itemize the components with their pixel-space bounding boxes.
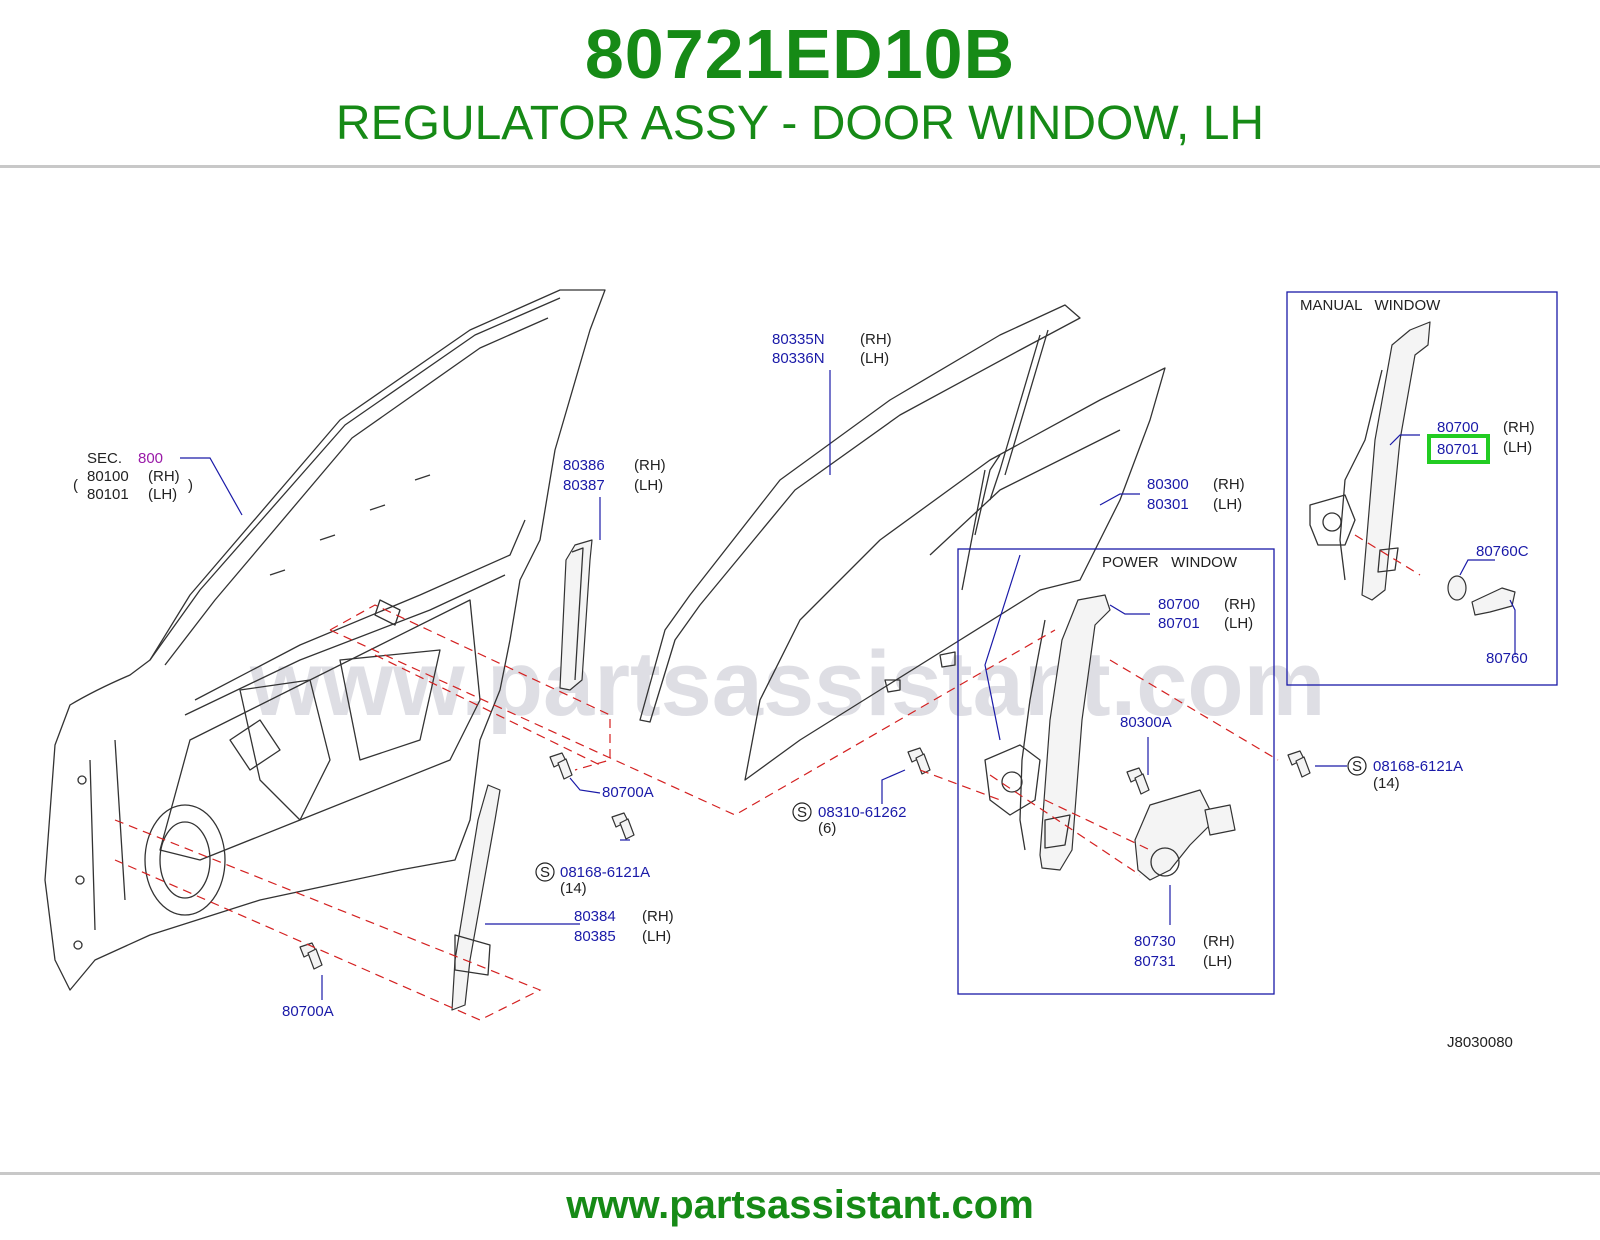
bolt-s2-qty: (6): [818, 820, 836, 837]
sec-prefix-label: SEC.: [87, 450, 122, 467]
power-reg-rh-label: 80700: [1158, 596, 1200, 613]
sash-rh-label: 80335N: [772, 331, 825, 348]
diagram-code: J8030080: [1447, 1034, 1513, 1051]
leader-lines: [180, 370, 1516, 1000]
bolt-a2-label: 80700A: [282, 1003, 334, 1020]
glass-rh-side: (RH): [1213, 476, 1245, 493]
header-divider: [0, 165, 1600, 168]
part-name-subtitle: REGULATOR ASSY - DOOR WINDOW, LH: [335, 97, 1265, 150]
s-symbol-3: [1347, 756, 1367, 776]
manual-window-title: MANUAL WINDOW: [1300, 297, 1441, 314]
door-lh-label: 80101: [87, 486, 129, 503]
sash-rh-side: (RH): [860, 331, 892, 348]
guide-front-lh-side: (LH): [642, 928, 671, 945]
glass-rh-label: 80300: [1147, 476, 1189, 493]
guide-front-lh-label: 80385: [574, 928, 616, 945]
door-rh-label: 80100: [87, 468, 129, 485]
glass-lh-side: (LH): [1213, 496, 1242, 513]
manual-reg-lh-side: (LH): [1503, 439, 1532, 456]
bolt-drawings: [299, 747, 1311, 970]
bolt-s1-qty: (14): [560, 880, 587, 897]
part-labels: SEC. 800 ( ) 80100 (RH) 80101 (LH) 80335…: [73, 331, 1535, 1051]
power-window-title: POWER WINDOW: [1102, 554, 1238, 571]
sec-number-label: 800: [138, 450, 163, 467]
guide-front-rh-side: (RH): [642, 908, 674, 925]
bolt-a1-label: 80700A: [602, 784, 654, 801]
watermark-text: www.partsassistant.com: [249, 633, 1325, 735]
manual-reg-lh-label[interactable]: 80701: [1437, 441, 1479, 458]
bolt-s3-label: 08168-6121A: [1373, 758, 1463, 775]
guide-rear-rh-label: 80386: [563, 457, 605, 474]
highlighted-part-box[interactable]: [1427, 434, 1490, 464]
alignment-dashed-lines: [114, 534, 1421, 1021]
glass-bolt-label: 80300A: [1120, 714, 1172, 731]
power-reg-lh-side: (LH): [1224, 615, 1253, 632]
s-symbol-2-text: S: [797, 804, 807, 821]
handle-label: 80760: [1486, 650, 1528, 667]
header: 80721ED10B REGULATOR ASSY - DOOR WINDOW,…: [0, 0, 1600, 168]
handle-cup-label: 80760C: [1476, 543, 1529, 560]
motor-drawing: [1134, 789, 1236, 881]
footer-url[interactable]: www.partsassistant.com: [566, 1183, 1034, 1227]
motor-lh-side: (LH): [1203, 953, 1232, 970]
door-panel-drawing: [44, 289, 606, 991]
bolt-s2-label: 08310-61262: [818, 804, 906, 821]
window-handle-drawing: [1471, 587, 1516, 616]
guide-rear-lh-side: (LH): [634, 477, 663, 494]
s-symbol-1-text: S: [540, 864, 550, 881]
motor-rh-label: 80730: [1134, 933, 1176, 950]
manual-reg-rh-side: (RH): [1503, 419, 1535, 436]
manual-window-box: [1286, 291, 1558, 686]
sash-lh-label: 80336N: [772, 350, 825, 367]
s-symbol-3-text: S: [1352, 758, 1362, 775]
guide-rear-rh-side: (RH): [634, 457, 666, 474]
front-guide-drawing: [451, 784, 501, 1011]
power-window-box: [957, 548, 1275, 995]
exploded-parts-diagram: www.partsassistant.com: [44, 289, 1558, 1051]
power-reg-rh-side: (RH): [1224, 596, 1256, 613]
s-symbol-2: [792, 802, 812, 822]
part-number-title: 80721ED10B: [584, 15, 1016, 93]
power-regulator-drawing: [984, 594, 1111, 871]
footer-divider: [0, 1172, 1600, 1175]
bracket-open: (: [73, 477, 78, 494]
manual-reg-rh-label: 80700: [1437, 419, 1479, 436]
bolt-s3-qty: (14): [1373, 775, 1400, 792]
door-sash-drawing: [639, 304, 1081, 723]
guide-front-rh-label: 80384: [574, 908, 616, 925]
guide-rear-lh-label: 80387: [563, 477, 605, 494]
rear-guide-drawing: [559, 539, 593, 691]
motor-rh-side: (RH): [1203, 933, 1235, 950]
sash-lh-side: (LH): [860, 350, 889, 367]
motor-lh-label: 80731: [1134, 953, 1176, 970]
door-rh-side: (RH): [148, 468, 180, 485]
glass-lh-label: 80301: [1147, 496, 1189, 513]
manual-regulator-drawing: [1309, 321, 1431, 601]
bracket-close: ): [188, 477, 193, 494]
bolt-s1-label: 08168-6121A: [560, 864, 650, 881]
door-glass-drawing: [744, 367, 1166, 781]
s-symbol-1: [535, 862, 555, 882]
handle-cup-drawing: [1447, 575, 1467, 601]
door-lh-side: (LH): [148, 486, 177, 503]
power-reg-lh-label: 80701: [1158, 615, 1200, 632]
